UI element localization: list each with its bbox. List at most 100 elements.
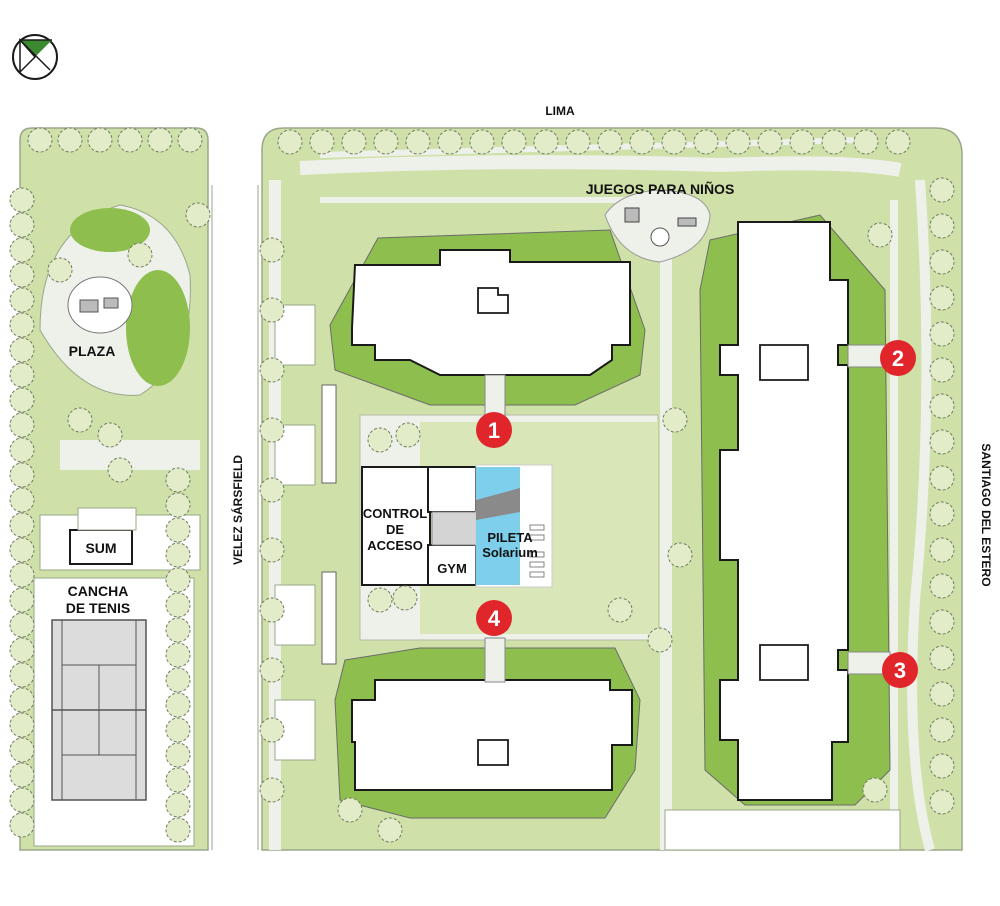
tree-icon	[9, 587, 35, 613]
tree-icon	[165, 692, 191, 718]
tree-icon	[165, 817, 191, 843]
tree-icon	[9, 362, 35, 388]
label-playground: JUEGOS PARA NIÑOS	[586, 180, 735, 197]
label-pool-line2: Solarium	[482, 545, 538, 560]
tree-icon	[97, 422, 123, 448]
street-label-lima: LIMA	[545, 104, 575, 118]
tree-icon	[9, 637, 35, 663]
playground	[604, 189, 711, 263]
building-south	[334, 647, 641, 819]
label-control-line1: CONTROL	[363, 506, 427, 521]
marker-number: 3	[894, 658, 906, 683]
tree-icon	[9, 187, 35, 213]
tree-icon	[929, 429, 955, 455]
tree-icon	[165, 742, 191, 768]
location-marker-3: 3	[882, 652, 918, 688]
tree-icon	[789, 129, 815, 155]
tree-icon	[757, 129, 783, 155]
tree-icon	[309, 129, 335, 155]
tree-icon	[821, 129, 847, 155]
tree-icon	[165, 667, 191, 693]
tennis-court	[51, 619, 147, 801]
tree-icon	[392, 585, 418, 611]
tree-icon	[259, 357, 285, 383]
tree-icon	[725, 129, 751, 155]
tree-icon	[647, 627, 673, 653]
tree-icon	[9, 387, 35, 413]
tree-icon	[367, 587, 393, 613]
tree-icon	[929, 249, 955, 275]
label-pool-line1: PILETA	[487, 530, 533, 545]
tree-icon	[565, 129, 591, 155]
tree-icon	[9, 412, 35, 438]
tree-icon	[693, 129, 719, 155]
tree-icon	[165, 717, 191, 743]
tree-icon	[929, 285, 955, 311]
tree-icon	[9, 612, 35, 638]
tree-icon	[929, 321, 955, 347]
tree-icon	[259, 477, 285, 503]
tree-icon	[9, 787, 35, 813]
tree-icon	[259, 657, 285, 683]
tree-icon	[885, 129, 911, 155]
tree-icon	[165, 517, 191, 543]
tree-icon	[27, 127, 53, 153]
tree-icon	[67, 407, 93, 433]
tree-icon	[9, 737, 35, 763]
amenity-cluster	[361, 464, 553, 588]
tree-icon	[9, 662, 35, 688]
tree-icon	[9, 287, 35, 313]
tree-icon	[367, 427, 393, 453]
tree-icon	[277, 129, 303, 155]
tree-icon	[259, 237, 285, 263]
label-sum: SUM	[85, 540, 116, 556]
tree-icon	[662, 407, 688, 433]
tree-icon	[929, 645, 955, 671]
tree-icon	[929, 681, 955, 707]
tree-icon	[929, 465, 955, 491]
tree-icon	[165, 767, 191, 793]
tree-icon	[667, 542, 693, 568]
marker-number: 4	[488, 606, 501, 631]
tree-icon	[9, 537, 35, 563]
tree-icon	[165, 492, 191, 518]
tree-icon	[259, 717, 285, 743]
tree-icon	[107, 457, 133, 483]
pool	[476, 467, 520, 585]
left-park-block	[19, 127, 209, 851]
tree-icon	[117, 127, 143, 153]
tree-icon	[395, 422, 421, 448]
tree-icon	[377, 817, 403, 843]
tree-icon	[165, 642, 191, 668]
tree-icon	[47, 257, 73, 283]
tree-icon	[597, 129, 623, 155]
tree-icon	[929, 177, 955, 203]
marker-number: 1	[488, 418, 500, 443]
location-marker-2: 2	[880, 340, 916, 376]
marker-number: 2	[892, 346, 904, 371]
tree-icon	[259, 297, 285, 323]
tree-icon	[929, 609, 955, 635]
sun-loungers	[529, 524, 545, 578]
tree-icon	[259, 537, 285, 563]
compass-icon	[12, 34, 58, 80]
tree-icon	[405, 129, 431, 155]
tree-icon	[337, 797, 363, 823]
tree-icon	[929, 717, 955, 743]
tree-icon	[929, 501, 955, 527]
tree-icon	[929, 537, 955, 563]
tree-icon	[929, 789, 955, 815]
location-marker-4: 4	[476, 600, 512, 636]
tree-icon	[533, 129, 559, 155]
tree-icon	[9, 562, 35, 588]
tree-icon	[9, 337, 35, 363]
tree-icon	[929, 753, 955, 779]
tree-icon	[867, 222, 893, 248]
label-control-line3: ACCESO	[367, 538, 423, 553]
tree-icon	[341, 129, 367, 155]
label-tennis-line1: CANCHA	[68, 583, 129, 599]
tree-icon	[9, 512, 35, 538]
street-label-santiago-del-estero: SANTIAGO DEL ESTERO	[979, 443, 993, 586]
label-tennis-line2: DE TENIS	[66, 600, 131, 616]
